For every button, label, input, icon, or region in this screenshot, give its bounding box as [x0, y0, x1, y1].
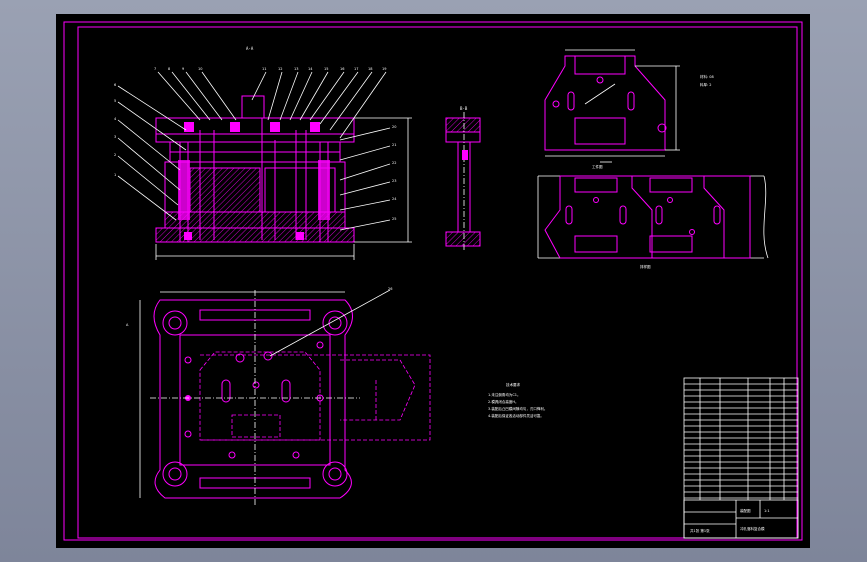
svg-text:4: 4: [114, 117, 117, 121]
svg-text:2: 2: [114, 153, 116, 157]
plan-view: A 26: [126, 287, 431, 505]
main-section-view: A-A: [114, 46, 412, 260]
notes-heading: 技术要求: [506, 382, 520, 387]
scale: 1:1: [764, 509, 770, 513]
title-block: 装配图 1:1 冲孔落料复合模 共1张 第1张: [683, 377, 799, 539]
drawing-title: 冲孔落料复合模: [740, 526, 765, 531]
svg-text:24: 24: [392, 197, 397, 201]
svg-text:26: 26: [388, 287, 392, 291]
svg-text:23: 23: [392, 179, 396, 183]
svg-text:10: 10: [198, 67, 202, 71]
svg-text:19: 19: [382, 67, 386, 71]
svg-text:18: 18: [368, 67, 372, 71]
workpiece-view: 工件图 材料: 08 料厚: 2: [544, 49, 714, 169]
note-line-3: 3.装配后凸凹模间隙均匀，刃口锋利。: [488, 406, 547, 411]
svg-text:20: 20: [392, 125, 396, 129]
svg-text:15: 15: [324, 67, 328, 71]
side-section-view: B-B: [445, 106, 481, 250]
note-line-4: 4.装配后保证各活动部件灵活可靠。: [488, 413, 544, 418]
svg-text:21: 21: [392, 143, 396, 147]
svg-text:13: 13: [294, 67, 298, 71]
svg-text:16: 16: [340, 67, 344, 71]
svg-text:9: 9: [182, 67, 184, 71]
svg-text:12: 12: [278, 67, 282, 71]
svg-text:料厚: 2: 料厚: 2: [700, 82, 712, 87]
inner-border: [77, 26, 798, 539]
outer-border: [63, 21, 803, 541]
technical-notes: 技术要求 1.未注倒角均为C1。 2.模具闭合高度H。 3.装配后凸凹模间隙均匀…: [488, 382, 547, 418]
main-section-label: A-A: [246, 46, 254, 51]
svg-text:22: 22: [392, 161, 396, 165]
svg-text:3: 3: [114, 135, 116, 139]
svg-text:17: 17: [354, 67, 358, 71]
note-line-1: 1.未注倒角均为C1。: [488, 392, 521, 397]
svg-text:25: 25: [392, 217, 396, 221]
strip-layout-view: 排样图: [537, 175, 769, 269]
svg-text:材料: 08: 材料: 08: [700, 74, 714, 79]
svg-text:1: 1: [114, 173, 116, 177]
svg-text:8: 8: [168, 67, 170, 71]
strip-caption: 排样图: [640, 264, 651, 269]
note-line-2: 2.模具闭合高度H。: [488, 399, 518, 404]
svg-text:6: 6: [114, 83, 116, 87]
svg-text:7: 7: [154, 67, 156, 71]
svg-text:A: A: [126, 323, 129, 327]
svg-text:14: 14: [308, 67, 313, 71]
drawing-no: 装配图: [740, 508, 751, 513]
svg-text:11: 11: [262, 67, 266, 71]
side-section-label: B-B: [460, 106, 468, 111]
sheet-info: 共1张 第1张: [690, 528, 710, 533]
workpiece-caption: 工件图: [592, 164, 603, 169]
svg-text:5: 5: [114, 99, 116, 103]
